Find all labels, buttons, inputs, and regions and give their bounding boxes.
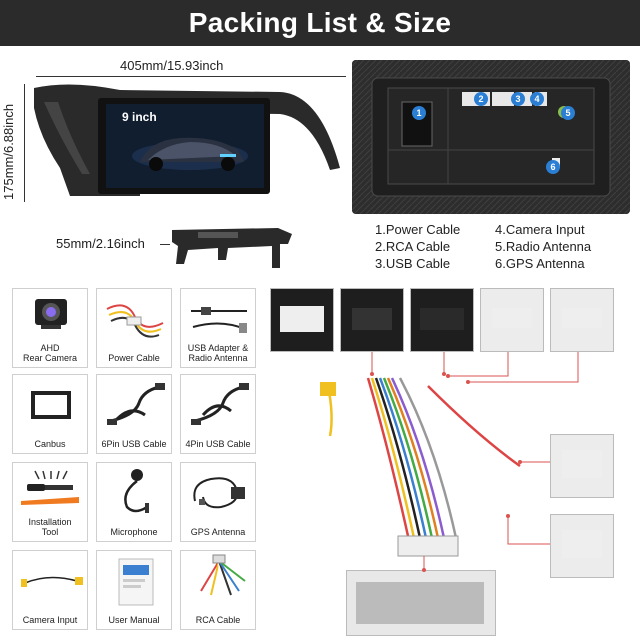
port-badge-1: 1 [412,106,426,120]
head-unit-drawing [34,84,340,196]
height-dimension-line [24,84,25,202]
width-dimension: 405mm/15.93inch [120,58,224,73]
accessory-cell: USB Adapter & Radio Antenna [180,288,256,368]
accessory-cell: 4Pin USB Cable [180,374,256,454]
accessory-label: 6Pin USB Cable [101,439,167,449]
accessory-cell: AHD Rear Camera [12,288,88,368]
legend-item: 2.RCA Cable [375,239,451,254]
port-badge-2: 2 [474,92,488,106]
accessory-label: User Manual [108,615,160,625]
rca-cable-icon [200,554,246,598]
back-panel [352,60,630,214]
legend-item: 4.Camera Input [495,222,585,237]
camera-input-cable-icon [21,576,83,587]
legend-item: 6.GPS Antenna [495,256,585,271]
accessory-label: Microphone [110,527,158,537]
legend-item: 5.Radio Antenna [495,239,592,254]
port-badge-5: 5 [561,106,575,120]
accessory-label: 4Pin USB Cable [185,439,251,449]
accessory-label: GPS Antenna [190,527,246,537]
accessory-cell: Microphone [96,462,172,542]
usb-adapter-icon [191,307,247,333]
wiring-harness [268,286,640,640]
gps-antenna-icon [193,477,245,509]
accessory-label: Camera Input [22,615,78,625]
depth-dimension-line [160,244,170,245]
accessory-label: AHD Rear Camera [22,343,78,363]
accessory-cell: Canbus [12,374,88,454]
accessory-label: Power Cable [108,353,160,363]
connector-thumbnail [480,288,544,352]
tool-icon [21,470,79,505]
port-badge-4: 4 [530,92,544,106]
legend-item: 1.Power Cable [375,222,461,237]
accessory-cell: 6Pin USB Cable [96,374,172,454]
port-badge-3: 3 [511,92,525,106]
accessory-label: RCA Cable [195,615,241,625]
back-panel-drawing [352,60,630,214]
page-title: Packing List & Size [188,7,452,38]
accessory-cell: RCA Cable [180,550,256,630]
header-banner [0,0,640,46]
head-unit-front: 9 inch [30,78,350,208]
accessory-label: Canbus [34,439,66,449]
camera-icon [35,299,67,329]
manual-icon [118,558,154,606]
accessory-cell: Installation Tool [12,462,88,542]
width-dimension-line [36,76,346,77]
height-dimension: 175mm/6.88inch [1,103,16,200]
head-unit-side [172,228,292,268]
power-cable-icon [106,304,164,338]
port-badge-6: 6 [546,160,560,174]
legend-item: 3.USB Cable [375,256,451,271]
screen-size-label: 9 inch [122,110,157,124]
accessory-label: USB Adapter & Radio Antenna [187,343,249,363]
accessory-cell: Power Cable [96,288,172,368]
harness-drawing [280,306,602,624]
accessory-cell: Camera Input [12,550,88,630]
accessory-cell: GPS Antenna [180,462,256,542]
usb-cable-icon [191,383,249,425]
depth-dimension: 55mm/2.16inch [56,236,145,251]
usb-cable-icon [107,383,165,425]
accessory-label: Installation Tool [28,517,72,537]
accessory-cell: User Manual [96,550,172,630]
canbus-icon [31,391,71,419]
microphone-icon [124,469,149,513]
